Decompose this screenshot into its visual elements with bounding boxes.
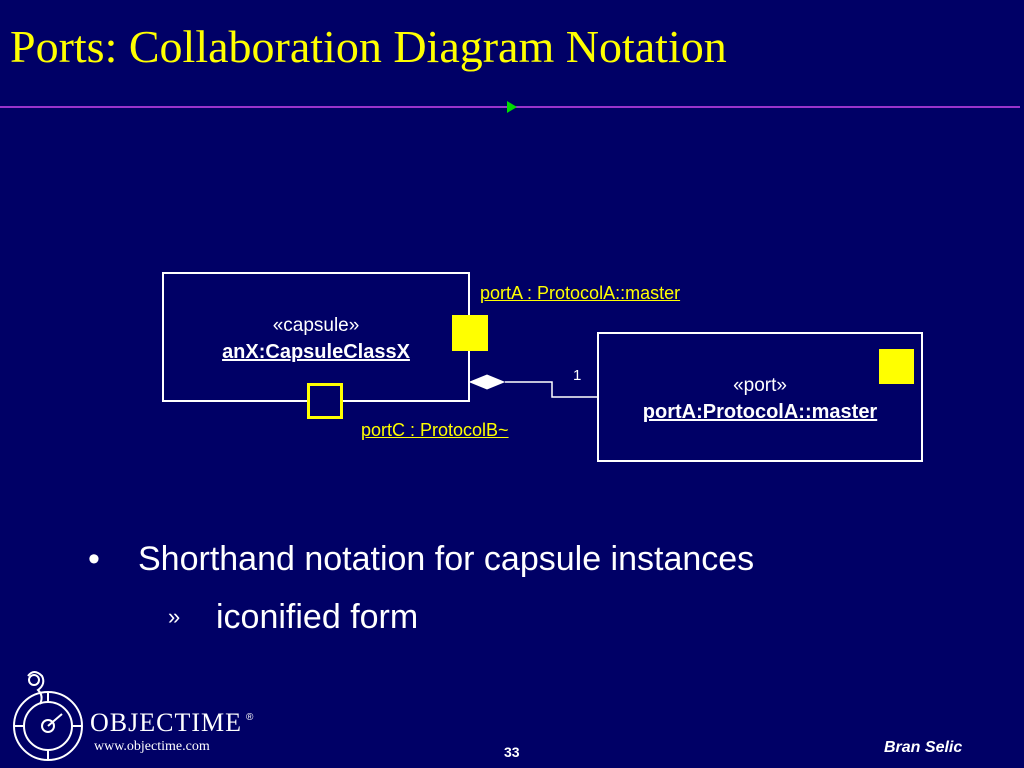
sub-bullet-text: iconified form [216,598,419,636]
registered-mark: ® [246,712,254,723]
play-arrow-icon [507,101,517,113]
port-c-label: portC : ProtocolB~ [361,420,509,440]
bullet-mark: • [88,540,100,578]
slide-title: Ports: Collaboration Diagram Notation [10,21,727,72]
port-instance-box: «port» portA:ProtocolA::master [597,332,923,462]
objectime-logo: OBJECTIME ® www.objectime.com [13,671,254,761]
capsule-instance-name: anX:CapsuleClassX [222,341,410,363]
port-stereotype: «port» [733,375,787,396]
port-instance-name: portA:ProtocolA::master [642,401,878,423]
logo-url: www.objectime.com [94,739,210,754]
logo-brand: OBJECTIME [90,708,242,737]
page-number: 33 [504,744,520,760]
port-a-square [452,315,488,351]
multiplicity-label: 1 [573,367,582,384]
bullet-text: Shorthand notation for capsule instances [138,540,755,578]
port-icon-square [879,349,914,384]
sub-bullet-mark: » [168,604,181,629]
port-a-label: portA : ProtocolA::master [480,283,681,303]
author-name: Bran Selic [884,739,963,756]
port-c-square [307,383,343,419]
capsule-stereotype: «capsule» [272,315,360,336]
